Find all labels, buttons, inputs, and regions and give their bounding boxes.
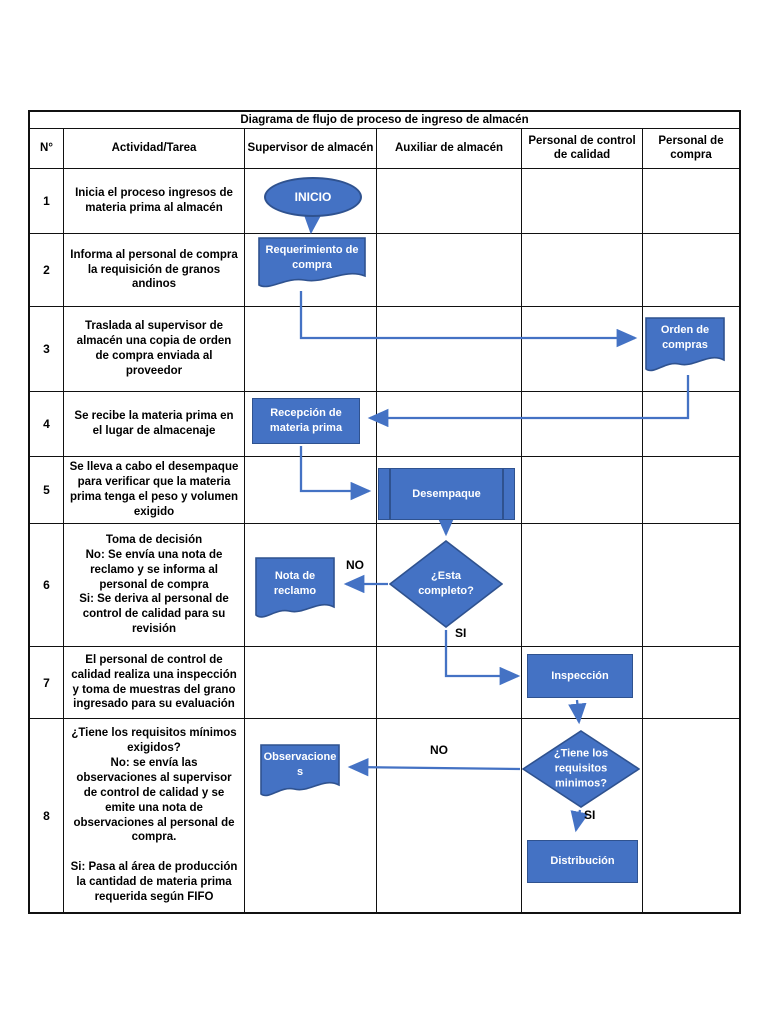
header-num: N°: [30, 129, 64, 169]
lane-cell: [245, 307, 377, 392]
lane-cell: [522, 169, 643, 234]
activity-cell: Informa al personal de compra la requisi…: [64, 234, 245, 307]
activity-cell: Inicia el proceso ingresos de materia pr…: [64, 169, 245, 234]
lane-cell: [377, 392, 522, 457]
diamond-icon: [522, 730, 640, 808]
diamond-icon: [389, 540, 503, 628]
flow-shape-decision-completo: ¿Esta completo?: [389, 540, 503, 628]
row-number-cell: 6: [30, 524, 64, 647]
lane-cell: [245, 647, 377, 719]
flow-shape-inicio: INICIO: [264, 177, 362, 217]
row-number-cell: 5: [30, 457, 64, 524]
predefined-process-bar: [389, 469, 391, 519]
lane-cell: [643, 392, 739, 457]
lane-cell: [377, 647, 522, 719]
activity-cell: Se lleva a cabo el desempaque para verif…: [64, 457, 245, 524]
row-number-cell: 2: [30, 234, 64, 307]
header-auxiliar: Auxiliar de almacén: [377, 129, 522, 169]
predefined-process-bar: [502, 469, 504, 519]
flow-shape-distribucion: Distribución: [527, 840, 638, 883]
flow-shape-observaciones-label: Observaciones: [263, 751, 337, 778]
lane-cell: [643, 719, 739, 912]
lane-cell: [522, 307, 643, 392]
row-number-cell: 4: [30, 392, 64, 457]
row-number-cell: 8: [30, 719, 64, 912]
lane-cell: [643, 524, 739, 647]
lane-cell: [522, 234, 643, 307]
lane-cell: [643, 169, 739, 234]
flow-shape-orden-compras: Orden de compras: [645, 317, 725, 375]
activity-cell: ¿Tiene los requisitos mínimos exigidos? …: [64, 719, 245, 912]
flow-shape-distribucion-label: Distribución: [550, 855, 615, 868]
document-icon: [260, 744, 340, 797]
flow-shape-desempaque: Desempaque: [378, 468, 515, 520]
flow-shape-inicio-label: INICIO: [294, 189, 332, 204]
row-number-cell: 3: [30, 307, 64, 392]
activity-cell: Traslada al supervisor de almacén una co…: [64, 307, 245, 392]
activity-cell: Se recibe la materia prima en el lugar d…: [64, 392, 245, 457]
edge-label-si-requisitos: SI: [584, 808, 596, 822]
lane-cell: [377, 234, 522, 307]
flow-shape-requerimiento-compra-label: Requerimiento de compra: [265, 244, 359, 271]
edge-label-si-completo: SI: [455, 626, 467, 640]
row-number-cell: 7: [30, 647, 64, 719]
edge-label-no-completo: NO: [346, 558, 364, 572]
flow-shape-inspeccion: Inspección: [527, 654, 633, 698]
flow-shape-nota-reclamo-label: Nota de reclamo: [273, 570, 317, 597]
flow-shape-requerimiento-compra: Requerimiento de compra: [258, 237, 366, 291]
flow-shape-decision-requisitos: ¿Tiene los requisitos minimos?: [522, 730, 640, 808]
activity-cell: Toma de decisión No: Se envía una nota d…: [64, 524, 245, 647]
lane-cell: [522, 524, 643, 647]
document-icon: [258, 237, 366, 288]
lane-cell: [643, 647, 739, 719]
flow-shape-recepcion-label: Recepción de materia prima: [269, 407, 343, 434]
flow-shape-decision-completo-label: ¿Esta completo?: [418, 570, 474, 597]
flow-shape-recepcion: Recepción de materia prima: [252, 398, 360, 444]
lane-cell: [643, 234, 739, 307]
lane-cell: [377, 307, 522, 392]
flow-shape-desempaque-label: Desempaque: [412, 487, 481, 500]
header-compra: Personal de compra: [643, 129, 739, 169]
row-number-cell: 1: [30, 169, 64, 234]
table-title: Diagrama de flujo de proceso de ingreso …: [30, 112, 739, 129]
flow-shape-observaciones: Observaciones: [260, 744, 340, 800]
document-icon: [645, 317, 725, 372]
activity-cell: El personal de control de calidad realiz…: [64, 647, 245, 719]
flow-shape-nota-reclamo: Nota de reclamo: [255, 557, 335, 622]
header-activity: Actividad/Tarea: [64, 129, 245, 169]
header-control-calidad: Personal de control de calidad: [522, 129, 643, 169]
flow-shape-decision-requisitos-label: ¿Tiene los requisitos minimos?: [553, 747, 609, 790]
lane-cell: [522, 457, 643, 524]
lane-cell: [522, 392, 643, 457]
lane-cell: [377, 719, 522, 912]
document-icon: [255, 557, 335, 618]
flow-shape-orden-compras-label: Orden de compras: [660, 324, 710, 351]
flow-shape-inspeccion-label: Inspección: [551, 669, 609, 682]
edge-label-no-requisitos: NO: [430, 743, 448, 757]
lane-cell: [643, 457, 739, 524]
lane-cell: [377, 169, 522, 234]
lane-cell: [245, 457, 377, 524]
header-supervisor: Supervisor de almacén: [245, 129, 377, 169]
